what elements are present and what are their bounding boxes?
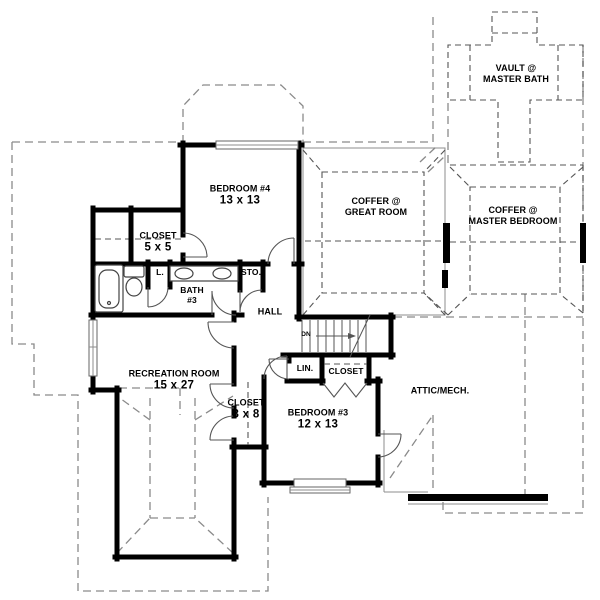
closet-bifold-doors bbox=[322, 382, 368, 398]
attic-floor-edges bbox=[383, 430, 548, 505]
coffer-great-room-outline bbox=[302, 147, 446, 316]
stairs bbox=[301, 314, 371, 358]
label-bedroom4: BEDROOM #4 13 x 13 bbox=[209, 183, 271, 207]
linen-door bbox=[268, 358, 290, 380]
stair-break-line bbox=[349, 314, 371, 358]
label-closet-5x5: CLOSET 5 x 5 bbox=[139, 230, 177, 254]
sink-right bbox=[212, 267, 232, 280]
label-stairs-dn: DN bbox=[301, 331, 311, 339]
closet5x5-door bbox=[182, 232, 208, 258]
closet-shelves bbox=[247, 363, 367, 445]
bathtub bbox=[94, 264, 124, 313]
label-coffer-master-bedroom: COFFER @ MASTER BEDROOM bbox=[468, 205, 558, 226]
label-vault-master-bath: VAULT @ MASTER BATH bbox=[483, 63, 549, 84]
attic-access-door bbox=[377, 433, 402, 458]
recreation-windows bbox=[88, 319, 98, 377]
stairs-direction-arrow bbox=[316, 333, 356, 339]
label-attic-mech: ATTIC/MECH. bbox=[410, 385, 470, 396]
recreation-door bbox=[207, 321, 235, 349]
sink-left bbox=[174, 267, 194, 280]
bedroom4-door bbox=[267, 237, 295, 265]
walls bbox=[88, 140, 396, 562]
toilet bbox=[123, 265, 145, 297]
label-linen-small: L. bbox=[156, 266, 164, 277]
label-bedroom3: BEDROOM #3 12 x 13 bbox=[287, 407, 349, 431]
linen-small-door bbox=[147, 286, 169, 308]
label-linen: LIN. bbox=[296, 362, 314, 373]
label-hall: HALL bbox=[257, 306, 283, 317]
vanity-counter bbox=[169, 265, 239, 282]
label-storage: STO. bbox=[240, 266, 262, 277]
bath3-door bbox=[211, 290, 237, 316]
bedroom3-window bbox=[289, 478, 351, 494]
bedroom3-door bbox=[263, 355, 288, 380]
label-closet-under-stairs: CLOSET bbox=[328, 365, 364, 376]
storage-door bbox=[239, 289, 263, 313]
vault-master-bath-outline bbox=[447, 11, 584, 163]
bath-fixtures bbox=[94, 264, 239, 313]
porch-wall-bar bbox=[408, 494, 548, 501]
doors bbox=[147, 232, 402, 458]
label-coffer-great-room: COFFER @ GREAT ROOM bbox=[344, 196, 408, 217]
wall-fill-segments bbox=[408, 223, 586, 501]
closet3x8-door-lower bbox=[209, 415, 235, 441]
recreation-roof-lines bbox=[116, 387, 234, 554]
closet3x8-door-upper bbox=[209, 383, 235, 409]
bedroom4-window bbox=[215, 140, 299, 150]
label-closet-3x8: CLOSET 3 x 8 bbox=[227, 397, 265, 421]
windows bbox=[88, 140, 351, 494]
ceiling-break-lines bbox=[95, 238, 581, 243]
label-recreation-room: RECREATION ROOM 15 x 27 bbox=[128, 368, 220, 392]
label-bath3: BATH #3 bbox=[180, 284, 204, 305]
